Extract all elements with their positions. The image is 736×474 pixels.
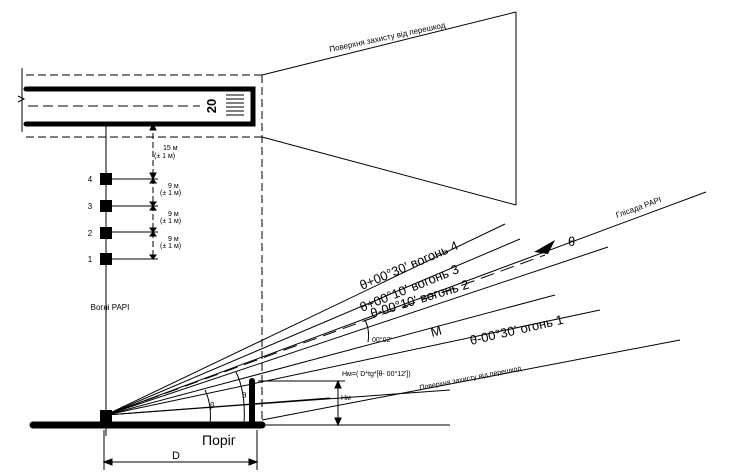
beam-label-light-1: θ-00°30' огонь 1 [468,312,564,348]
spacing-2-tolerance: (± 1 м) [160,218,181,225]
beam-fan [105,191,707,416]
surface-top-label: Поверхня захисту від перешкод [329,20,447,53]
spacing-1-tolerance: (± 1 м) [160,190,181,197]
light-number-2: 2 [88,229,93,238]
height-label: Hм [341,395,351,402]
theta-label: θ [242,391,247,400]
theta-arc [235,371,245,425]
glideslope-label: Глісада PAPI [615,195,663,220]
spacing-3-tolerance: (± 1 м) [160,243,181,250]
light-number-3: 3 [88,202,93,211]
angle-label: 00°02' [372,336,392,344]
papi-lights-label: Вогні PAPI [91,303,130,312]
height-dimension [258,379,345,427]
papi-light-3 [100,200,112,212]
spacing-1-value: 9 м [168,183,179,190]
spacing-3-value: 9 м [168,236,179,243]
papi-light-4 [100,173,112,185]
papi-lights [100,173,112,265]
height-formula: Hм=( D*tg*[θ- 00°12']) [342,370,411,378]
threshold-label: Поріг [202,432,236,448]
obstacle-surface-bottom [261,339,681,421]
angle-arc [364,319,370,343]
threshold-stripes [226,94,244,116]
runway-break-mark [17,68,26,132]
distance-dimension [102,430,259,470]
light-number-4: 4 [88,175,93,184]
runway-number: 20 [204,99,219,113]
distance-label: D [172,450,180,462]
surface-bottom-label: Поверхня захисту від перешкод [419,364,522,392]
obstacle-surface-top [261,11,517,206]
offset-dimension [112,122,158,260]
papi-light-1 [100,253,112,265]
theta-symbol: θ [568,234,575,249]
spacing-2-value: 9 м [168,211,179,218]
runway-dashed-edges [26,74,263,425]
light-number-1: 1 [88,255,93,264]
beam-label-m: M [429,323,443,340]
beta-arc [204,389,211,425]
offset-tolerance: (± 1 м) [154,153,175,160]
beta-label: β [210,401,215,410]
papi-ground-unit [100,410,112,422]
aircraft-icon [534,240,555,254]
papi-light-2 [100,227,112,239]
offset-label: 15 м [163,145,178,152]
runway-outline [23,86,256,127]
